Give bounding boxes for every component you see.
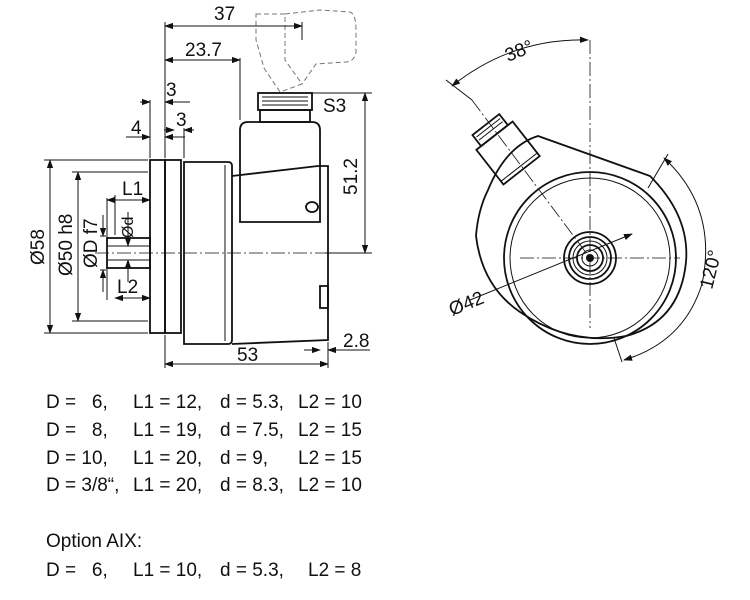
dim-line-42 [469,233,633,301]
connector-s3-label: S3 [323,96,346,117]
option-title: Option AIX: [46,531,143,552]
front-shaft [576,244,604,272]
variant-inner-d: d = 9, [220,448,269,469]
variant-l1: L1 = 19, [133,420,203,441]
connector-housing [239,121,321,223]
front-flange-ring [563,231,617,285]
dim-23-7-label: 23.7 [185,40,222,61]
dim-2-8-label: 2.8 [343,331,369,352]
front-housing [475,135,688,340]
option-inner-d: d = 5.3, [220,560,284,581]
variant-l1: L1 = 12, [133,392,203,413]
dim-3a-label: 3 [166,80,177,101]
dim-42-label: Ø42 [446,288,487,321]
dim-shaft-d-label: ØD f7 [81,218,102,268]
flange [149,159,166,334]
dim-51-2-label: 51.2 [341,158,362,195]
dim-37-label: 37 [214,4,235,25]
dim-arc-38 [451,36,589,87]
front-body-circle [503,171,677,345]
dim-53-label: 53 [237,345,258,366]
dim-3b-label: 3 [176,110,187,131]
variant-l2: L2 = 15 [298,448,362,469]
front-connector-plug [471,112,510,148]
dim-4-label: 4 [131,118,142,139]
variant-d: D = 10, [46,448,108,469]
flange-step [164,159,182,334]
option-l1: L1 = 10, [133,560,203,581]
variant-d: D = 3/8“, [46,475,120,496]
front-bearing-ring [568,236,612,280]
technical-drawing: 37 23.7 3 3 4 S3 51.2 Ø58 Ø50 h8 ØD f7 Ø… [28,4,726,368]
encoder-housing [231,165,329,345]
variant-l1: L1 = 20, [133,475,203,496]
variant-inner-d: d = 7.5, [220,420,284,441]
variant-d: D = 8, [46,420,108,441]
dim-inner-d-label: Ød [120,217,137,238]
connector-nut [259,109,311,123]
variant-l1: L1 = 20, [133,448,203,469]
front-connector-housing [475,120,541,186]
connector-screw [305,201,319,213]
variant-l2: L2 = 10 [298,475,362,496]
dim-l2-label: L2 [117,277,138,298]
variant-d: D = 6, [46,392,108,413]
connector-plug [257,92,313,111]
variant-inner-d: d = 5.3, [220,392,284,413]
front-axis-connector [471,99,591,259]
mating-connector-outline [255,13,303,93]
option-d: D = 6, [46,560,108,581]
dim-l1-label: L1 [122,179,143,200]
dim-50-label: Ø50 h8 [56,214,77,276]
side-view: 37 23.7 3 3 4 S3 51.2 Ø58 Ø50 h8 ØD f7 Ø… [28,4,372,368]
dim-58-label: Ø58 [28,229,49,265]
variant-l2: L2 = 10 [298,392,362,413]
variant-inner-d: d = 8.3, [220,475,284,496]
variant-l2: L2 = 15 [298,420,362,441]
front-view: 38° Ø42 120° [445,36,726,363]
dim-120-label: 120° [696,248,726,291]
dim-arc-120 [623,157,707,361]
dim-38-label: 38° [502,36,537,66]
encoder-body [183,161,233,345]
cable-gland [319,285,329,309]
option-l2: L2 = 8 [308,560,362,581]
